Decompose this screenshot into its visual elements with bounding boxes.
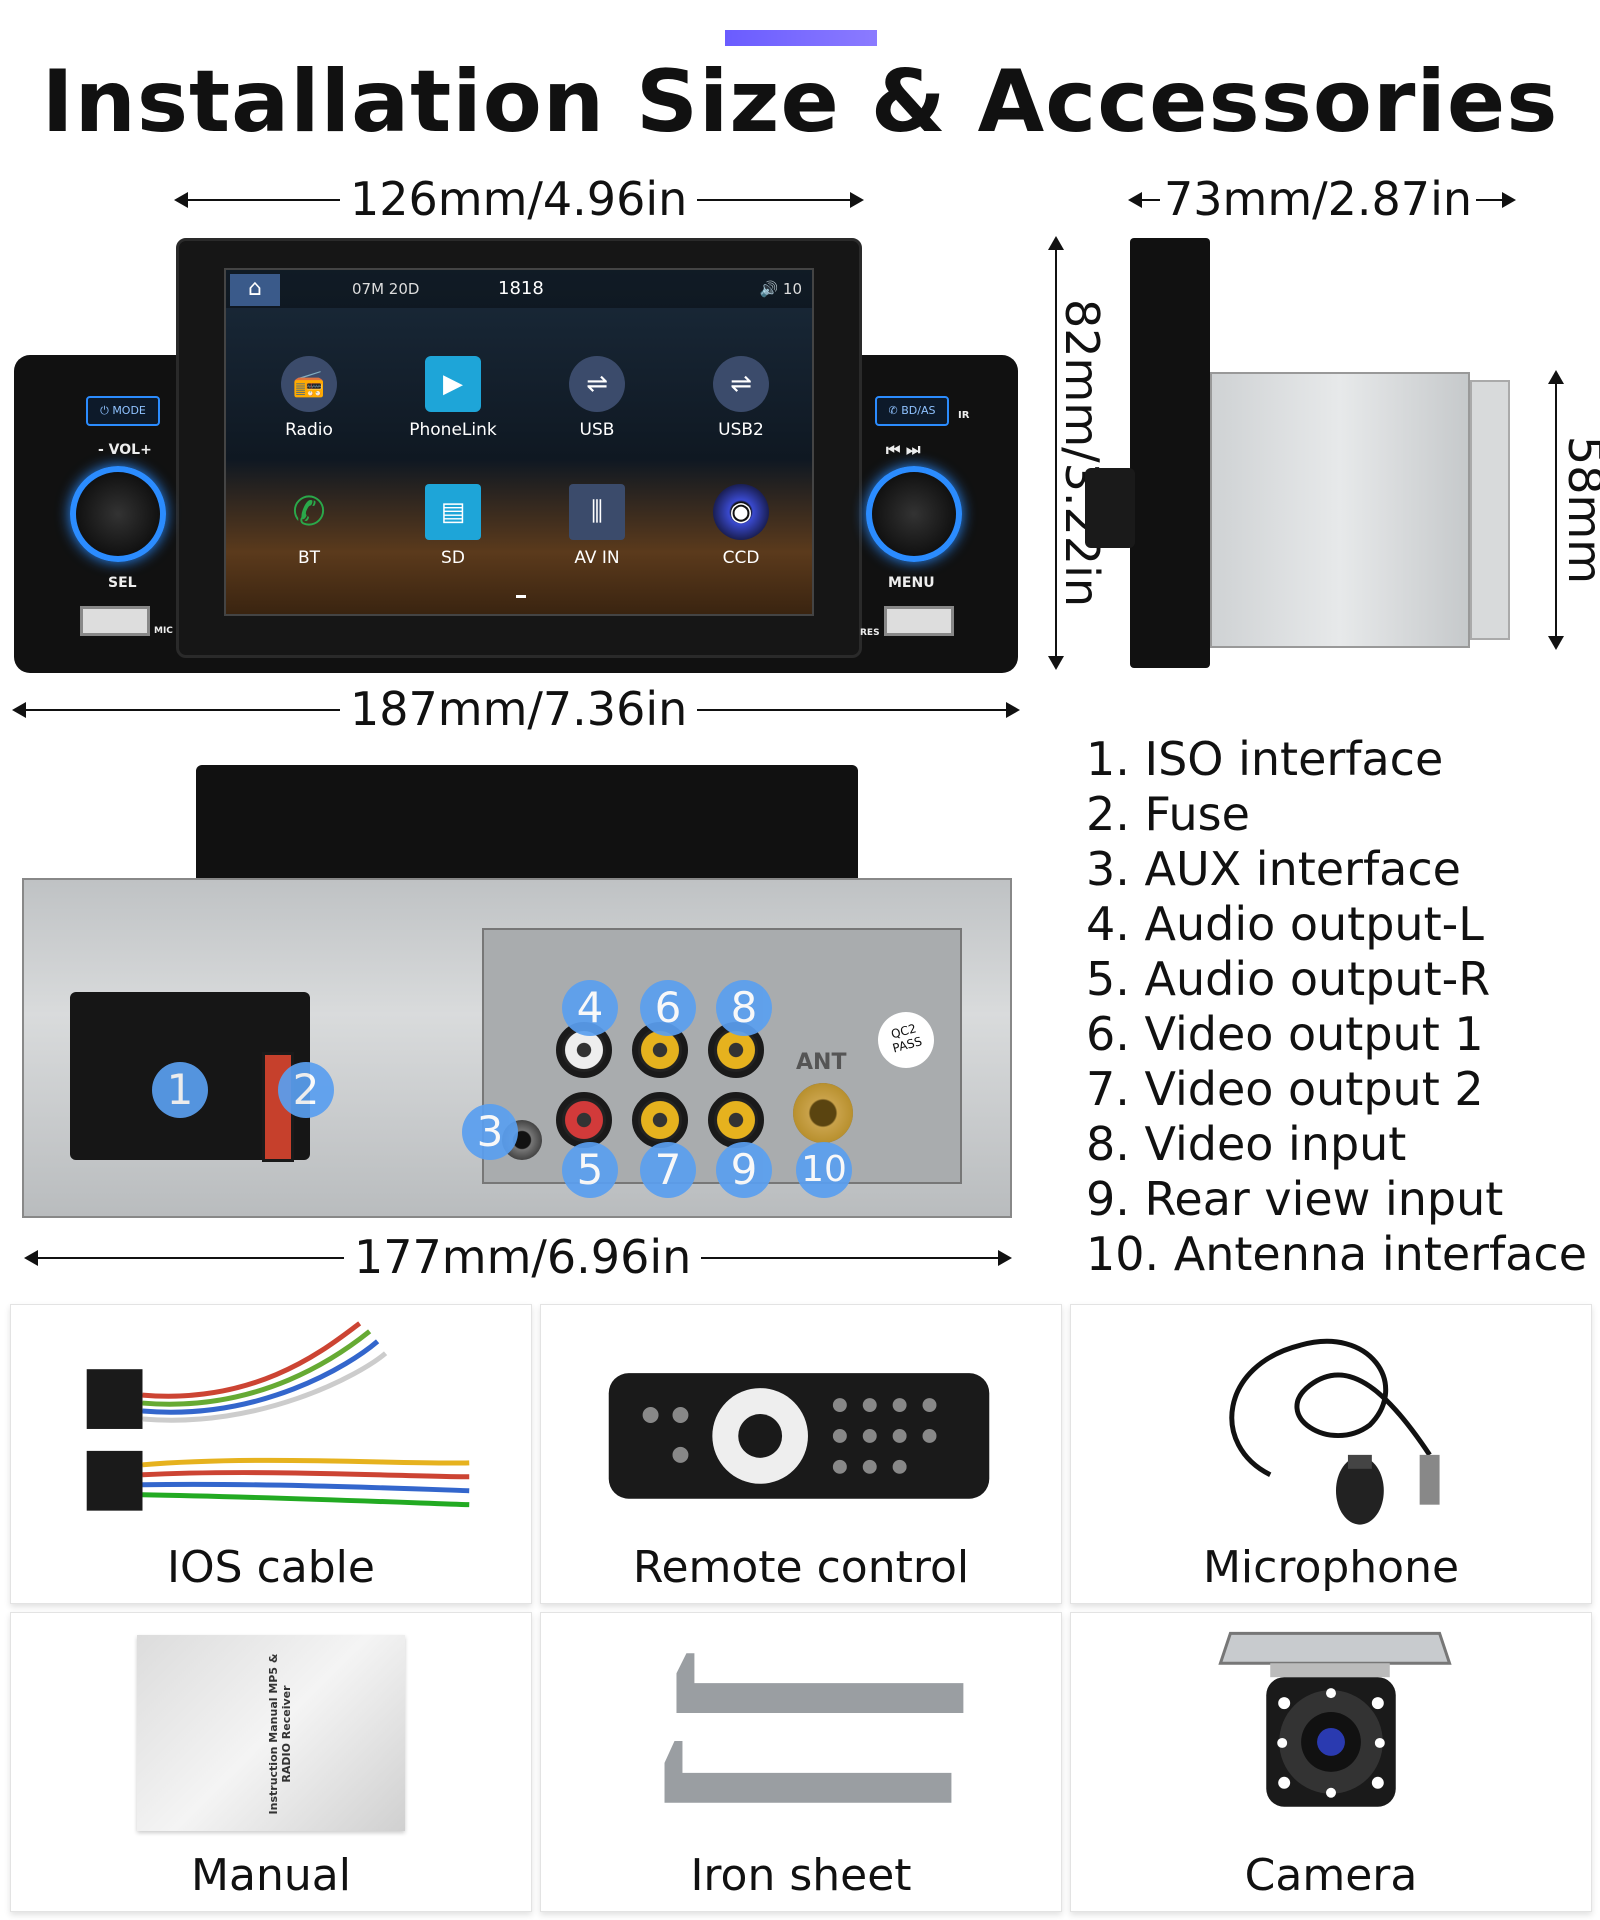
marker-9: 9	[716, 1142, 772, 1198]
iron-sheet-icon	[664, 1653, 964, 1803]
volume-knob[interactable]	[70, 466, 166, 562]
marker-5: 5	[562, 1142, 618, 1198]
menu-knob[interactable]	[866, 466, 962, 562]
phone-icon: ✆	[292, 489, 326, 535]
usb-icon: ⇌	[569, 356, 625, 412]
bdas-button[interactable]: ✆ BD/AS	[875, 396, 949, 426]
accessory-label: Iron sheet	[690, 1850, 912, 1901]
manual-cover-text: Instruction Manual MP5 & RADIO Receiver	[267, 1653, 293, 1815]
usb-port-left	[80, 606, 150, 636]
app-bt[interactable]: ✆BT	[254, 484, 364, 568]
port-item: 8. Video input	[1086, 1117, 1407, 1171]
marker-1: 1	[152, 1062, 208, 1118]
accessory-card-remote: Remote control	[540, 1304, 1062, 1604]
accessory-label: Camera	[1244, 1850, 1418, 1901]
accessory-card-manual: Instruction Manual MP5 & RADIO Receiver …	[10, 1612, 532, 1912]
port-item: 7. Video output 2	[1086, 1062, 1484, 1116]
app-usb[interactable]: ⇌USB	[542, 356, 652, 440]
marker-10: 10	[796, 1142, 852, 1198]
sel-label: SEL	[108, 575, 137, 591]
accent-bar	[725, 30, 877, 46]
camera-icon	[1218, 1631, 1452, 1807]
home-icon: ⌂	[248, 276, 262, 301]
marker-2: 2	[278, 1062, 334, 1118]
accessory-label: IOS cable	[167, 1542, 375, 1593]
res-label: RES	[860, 628, 880, 638]
speaker-icon: 🔊	[759, 280, 779, 298]
accessory-label: Microphone	[1202, 1542, 1460, 1593]
accessory-card-camera: Camera	[1070, 1612, 1592, 1912]
app-sd[interactable]: ▤SD	[398, 484, 508, 568]
side-height-arrow	[1548, 370, 1564, 650]
marker-4: 4	[562, 980, 618, 1036]
accessory-label: Remote control	[632, 1542, 970, 1593]
vol-label: - VOL+	[98, 442, 152, 458]
side-faceplate	[1130, 238, 1210, 668]
touch-screen: ⌂ 07M 20D 1818 🔊 10 📻Radio ▶PhoneLink ⇌U…	[224, 268, 814, 616]
accessory-card-iron-sheet: Iron sheet	[540, 1612, 1062, 1912]
port-item: 9. Rear view input	[1086, 1172, 1504, 1226]
port-item: 4. Audio output-L	[1086, 897, 1484, 951]
app-av-in[interactable]: ⫼AV IN	[542, 484, 652, 568]
sd-card-icon: ▤	[425, 484, 481, 540]
marker-6: 6	[640, 980, 696, 1036]
cable-icon	[86, 1321, 470, 1511]
page-indicator	[516, 595, 526, 598]
phonelink-icon: ▶	[425, 356, 481, 412]
port-item: 6. Video output 1	[1086, 1007, 1484, 1061]
port-item: 3. AUX interface	[1086, 842, 1461, 896]
mic-label: MIC	[154, 626, 173, 636]
app-ccd[interactable]: ◉CCD	[686, 484, 796, 568]
usb-icon: ⇌	[713, 356, 769, 412]
app-usb2[interactable]: ⇌USB2	[686, 356, 796, 440]
status-volume: 🔊 10	[759, 280, 802, 298]
accessory-label: Manual	[191, 1850, 351, 1901]
home-button[interactable]: ⌂	[230, 274, 280, 306]
marker-8: 8	[716, 980, 772, 1036]
side-chassis	[1210, 372, 1470, 648]
menu-label: MENU	[888, 575, 935, 591]
rca-video-out-2	[632, 1092, 688, 1148]
manual-icon: Instruction Manual MP5 & RADIO Receiver	[11, 1613, 531, 1843]
rear-width-label: 177mm/6.96in	[344, 1232, 702, 1282]
port-item: 2. Fuse	[1086, 787, 1250, 841]
prev-next-buttons[interactable]: ⏮ ⏭	[886, 440, 921, 459]
ant-label: ANT	[796, 1050, 847, 1075]
front-height-arrow	[1048, 236, 1064, 670]
rca-audio-r	[556, 1092, 612, 1148]
app-radio[interactable]: 📻Radio	[254, 356, 364, 440]
front-width-label: 126mm/4.96in	[340, 174, 698, 224]
remote-icon	[608, 1373, 990, 1499]
page-title: Installation Size & Accessories	[41, 52, 1559, 152]
av-in-icon: ⫼	[569, 484, 625, 540]
port-item: 1. ISO interface	[1086, 732, 1444, 786]
port-item: 10. Antenna interface	[1086, 1227, 1588, 1281]
marker-3: 3	[462, 1104, 518, 1160]
status-bar: ⌂ 07M 20D 1818 🔊 10	[226, 270, 812, 308]
status-date: 07M 20D	[352, 280, 420, 298]
side-knob	[1085, 468, 1135, 548]
port-item: 5. Audio output-R	[1086, 952, 1491, 1006]
side-height-label: 58mm	[1558, 427, 1600, 593]
side-depth-label: 73mm/2.87in	[1160, 174, 1477, 224]
side-chassis-tail	[1470, 380, 1510, 640]
microphone-icon	[1229, 1338, 1440, 1525]
front-height-label: 82mm/3.22in	[1055, 290, 1109, 616]
app-phonelink[interactable]: ▶PhoneLink	[398, 356, 508, 440]
usb-port-right	[884, 606, 954, 636]
accessory-card-ios-cable: IOS cable	[10, 1304, 532, 1604]
antenna-port	[793, 1083, 853, 1143]
camera-icon: ◉	[713, 484, 769, 540]
ir-label: IR	[958, 410, 970, 421]
mode-button[interactable]: ⏻ MODE	[86, 396, 160, 426]
port-list: 1. ISO interface 2. Fuse 3. AUX interfac…	[1086, 732, 1587, 1282]
radio-icon: 📻	[281, 356, 337, 412]
accessory-card-microphone: Microphone	[1070, 1304, 1592, 1604]
rca-rear-view	[708, 1092, 764, 1148]
marker-7: 7	[640, 1142, 696, 1198]
status-time: 1818	[498, 278, 544, 299]
overall-width-label: 187mm/7.36in	[340, 684, 698, 734]
